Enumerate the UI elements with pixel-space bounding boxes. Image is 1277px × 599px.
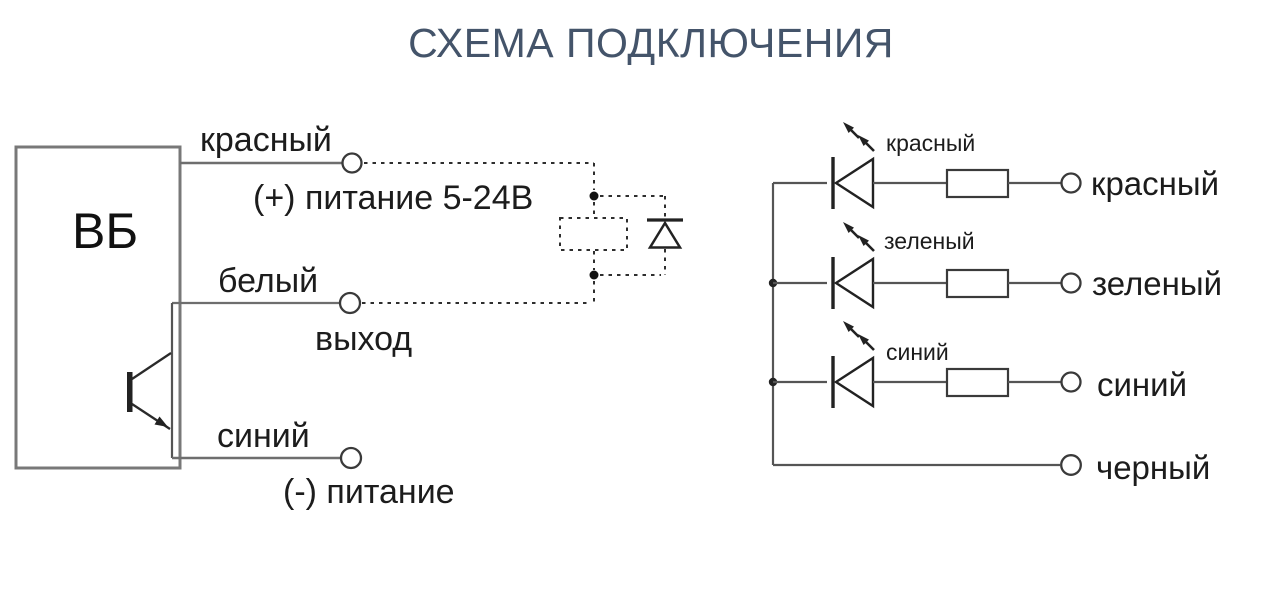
sensor-output-circuit <box>14 145 363 470</box>
terminal-label-green: зеленый <box>1092 265 1223 302</box>
terminal-circle-green-led <box>1060 272 1082 294</box>
wire-function-label-white: выход <box>315 320 413 358</box>
sensor-box-label: ВБ <box>72 203 139 259</box>
wire-color-label-white: белый <box>218 262 319 300</box>
external-load-circuit <box>362 162 666 304</box>
wire-function-label-red: (+) питание 5-24В <box>253 179 534 217</box>
terminal-circle-red-led <box>1060 172 1082 194</box>
led-label-green: зеленый <box>884 228 975 254</box>
page-title: СХЕМА ПОДКЛЮЧЕНИЯ <box>408 20 894 66</box>
led-indicator-circuit <box>768 120 1082 476</box>
emitter-arrow-icon <box>154 416 168 427</box>
led-symbol-blue <box>831 319 876 409</box>
emission-arrows-icon <box>841 220 876 253</box>
led-label-blue: синий <box>886 339 949 365</box>
common-wire-row <box>773 454 1082 476</box>
emission-arrows-icon <box>841 120 876 153</box>
led-symbol-red <box>831 120 876 210</box>
emission-arrows-icon <box>841 319 876 352</box>
flyback-diode-symbol <box>647 218 683 249</box>
resistor-green <box>945 268 1010 299</box>
terminal-label-red: красный <box>1091 165 1220 202</box>
resistor-blue <box>945 367 1010 398</box>
terminal-label-blue: синий <box>1097 366 1188 403</box>
wire-function-label-blue: (-) питание <box>283 473 455 511</box>
sensor-box <box>14 145 182 470</box>
terminal-circle-white-wire <box>338 291 362 315</box>
led-row-red <box>773 120 1082 210</box>
wire-color-label-red: красный <box>200 121 332 159</box>
led-label-red: красный <box>886 130 976 156</box>
resistor-red <box>945 168 1010 199</box>
led-row-blue <box>773 319 1082 409</box>
junction-dot-top <box>589 191 599 201</box>
terminal-label-common: черный <box>1096 449 1211 486</box>
npn-transistor-symbol <box>127 352 172 430</box>
terminal-circle-blue-led <box>1060 371 1082 393</box>
terminal-circle-red-wire <box>341 152 363 174</box>
wire-color-label-blue: синий <box>217 417 310 455</box>
terminal-circle-blue-wire <box>339 446 363 470</box>
led-row-green <box>773 220 1082 310</box>
load-box <box>559 217 628 251</box>
terminal-circle-black <box>1060 454 1082 476</box>
junction-dot-bottom <box>589 270 599 280</box>
led-symbol-green <box>831 220 876 310</box>
